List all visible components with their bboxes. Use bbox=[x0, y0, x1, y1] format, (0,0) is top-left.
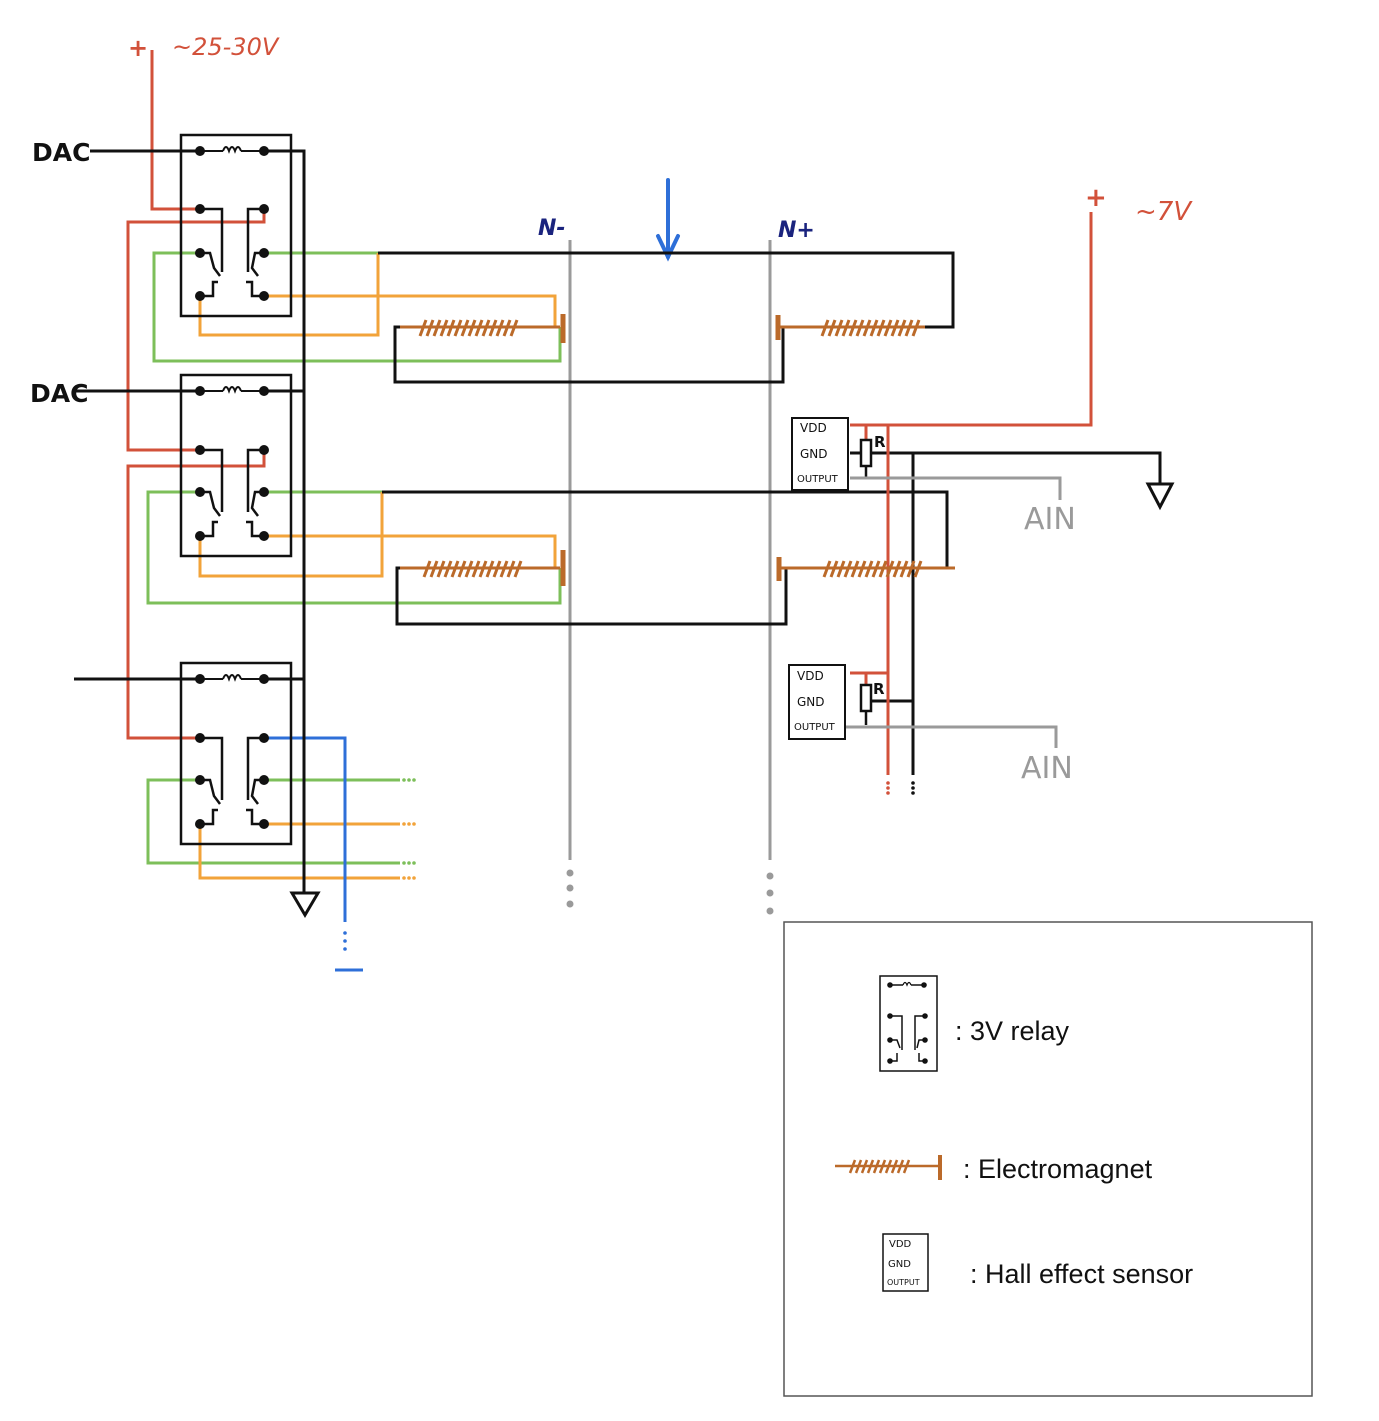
sensor-output-wiring bbox=[846, 476, 1062, 748]
ground-symbol-relays bbox=[289, 891, 321, 918]
electromagnet-legend-icon bbox=[835, 1155, 942, 1180]
hall-sensor-1: VDD GND OUTPUT bbox=[791, 417, 849, 491]
legend-box: : 3V relay : Electromagnet VDD GND OUTPU… bbox=[783, 921, 1313, 1397]
relay-2 bbox=[179, 373, 293, 558]
black-wiring bbox=[74, 149, 1162, 892]
supply-low-plus: + bbox=[1085, 183, 1107, 213]
electromagnet-lower-left bbox=[400, 550, 566, 586]
legend-electromagnet-text: : Electromagnet bbox=[963, 1154, 1153, 1184]
rail-continuation-dots bbox=[566, 869, 774, 915]
legend-sensor-output: OUTPUT bbox=[887, 1278, 920, 1287]
electromagnet-lower-right bbox=[776, 557, 955, 581]
green-continuation-dots bbox=[402, 778, 416, 865]
down-arrow-icon bbox=[656, 178, 680, 262]
relay-1 bbox=[179, 133, 293, 318]
ground-symbol-sensors bbox=[1145, 482, 1175, 511]
sensor-1-gnd-label: GND bbox=[800, 447, 828, 461]
green-wiring bbox=[146, 251, 562, 865]
resistor-2-label: R bbox=[873, 680, 885, 698]
blue-wiring bbox=[264, 736, 363, 972]
rail-lines bbox=[568, 240, 772, 860]
n-minus-label: N- bbox=[538, 216, 566, 241]
electromagnet-upper-right bbox=[775, 315, 925, 340]
relay-3 bbox=[179, 661, 293, 846]
sensor-2-vdd-label: VDD bbox=[797, 669, 824, 683]
black-continuation-dots bbox=[911, 781, 915, 795]
dac-label-2: DAC bbox=[30, 379, 88, 408]
supply-high-label: ~25-30V bbox=[172, 33, 280, 61]
legend-sensor-gnd: GND bbox=[888, 1259, 911, 1270]
ain-label-1: AIN bbox=[1024, 502, 1076, 537]
dac-label-1: DAC bbox=[32, 138, 90, 167]
relay-legend-icon bbox=[879, 975, 938, 1072]
resistor-1 bbox=[859, 438, 873, 477]
sensor-1-output-label: OUTPUT bbox=[797, 474, 839, 485]
orange-continuation-dots bbox=[402, 822, 416, 880]
sensor-1-vdd-label: VDD bbox=[800, 421, 827, 435]
supply-high-plus: + bbox=[128, 34, 148, 62]
sensor-2-output-label: OUTPUT bbox=[794, 722, 836, 733]
resistor-1-label: R bbox=[874, 433, 886, 451]
hall-sensor-legend-icon: VDD GND OUTPUT bbox=[882, 1233, 929, 1292]
legend-relay-text: : 3V relay bbox=[955, 1016, 1070, 1046]
legend-hall-sensor-text: : Hall effect sensor bbox=[970, 1259, 1193, 1289]
high-voltage-wiring bbox=[126, 50, 266, 740]
resistor-2 bbox=[859, 683, 873, 725]
n-plus-label: N+ bbox=[778, 218, 815, 243]
red-continuation-dots bbox=[886, 781, 890, 795]
ain-label-2: AIN bbox=[1021, 751, 1073, 786]
sensor-2-gnd-label: GND bbox=[797, 695, 825, 709]
blue-continuation-dots bbox=[343, 931, 347, 951]
hall-sensor-2: VDD GND OUTPUT bbox=[788, 664, 846, 740]
legend-sensor-vdd: VDD bbox=[889, 1239, 912, 1250]
low-voltage-wiring bbox=[850, 212, 1093, 775]
supply-low-label: ~7V bbox=[1135, 197, 1193, 227]
electromagnet-upper-left bbox=[400, 314, 566, 343]
